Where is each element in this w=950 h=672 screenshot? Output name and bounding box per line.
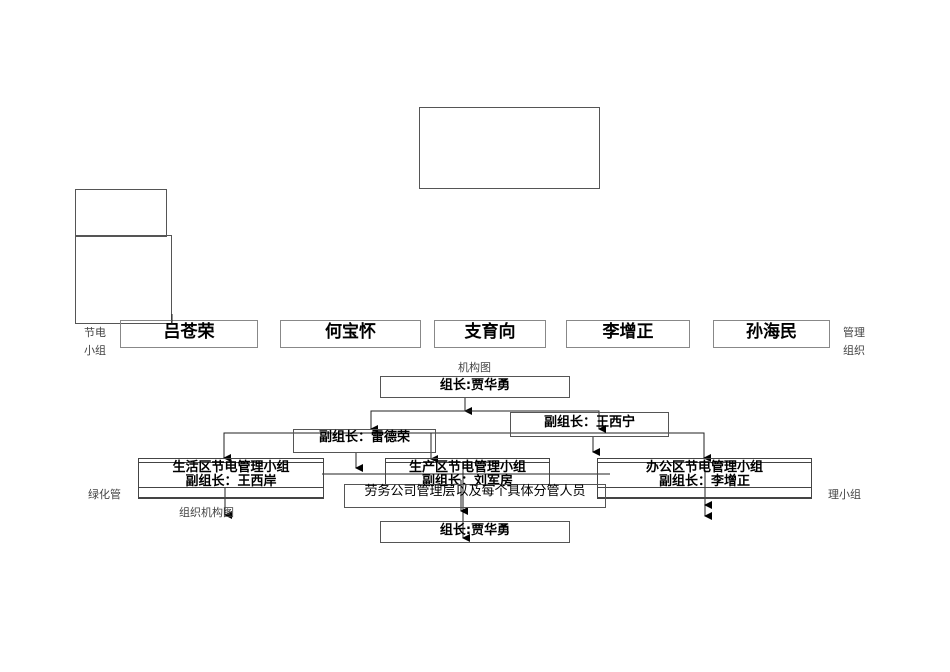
group-box-production: 生产区节电管理小组 副组长：刘军房 [385, 458, 550, 489]
side-label-right-bottom: 理小组 [828, 488, 861, 501]
empty-top-center-box [419, 107, 600, 189]
member-box-lv: 吕苍荣 [120, 320, 258, 348]
side-label-left-top: 节电 小组 [84, 324, 106, 360]
leader-box: 组长:贾华勇 [380, 376, 570, 398]
chart-caption-top: 机构图 [458, 361, 491, 374]
side-label-line: 小组 [84, 344, 106, 357]
group-box-office: 办公区节电管理小组 副组长：李增正 [597, 458, 812, 499]
group-box-living: 生活区节电管理小组 副组长：王西岸 [138, 458, 324, 499]
group-divider [139, 497, 323, 499]
group-divider [598, 487, 811, 488]
group-deputy: 副组长：刘军房 [421, 474, 513, 489]
member-box-he: 何宝怀 [280, 320, 421, 348]
group-divider [139, 462, 323, 463]
group-divider [598, 497, 811, 499]
group-divider [139, 487, 323, 488]
group-deputy: 副组长：王西岸 [185, 474, 277, 489]
group-divider [386, 462, 549, 463]
side-label-left-bottom: 绿化管 [88, 488, 121, 501]
leader-box-bottom: 组长:贾华勇 [380, 521, 570, 543]
side-label-line: 节电 [84, 326, 106, 339]
member-box-sun: 孙海民 [713, 320, 830, 348]
side-label-line: 组织 [843, 344, 865, 357]
deputy-left-box: 副组长：雷德荣 [293, 429, 436, 453]
group-title: 办公区节电管理小组 [645, 460, 763, 475]
side-label-right-top: 管理 组织 [843, 324, 865, 360]
group-title: 生活区节电管理小组 [172, 460, 290, 475]
chart-caption-bottom: 组织机构图 [179, 506, 234, 519]
management-note-box: 劳务公司管理层以及每个具体分管人员 [344, 484, 606, 508]
member-box-zhi: 支育向 [434, 320, 546, 348]
member-box-li: 李增正 [566, 320, 690, 348]
group-divider [598, 462, 811, 463]
empty-left-small-box [75, 189, 167, 237]
empty-left-large-box [75, 235, 172, 324]
side-label-line: 管理 [843, 326, 865, 339]
group-deputy: 副组长：李增正 [658, 474, 750, 489]
group-title: 生产区节电管理小组 [408, 460, 526, 475]
deputy-right-box: 副组长：王西宁 [510, 412, 669, 437]
